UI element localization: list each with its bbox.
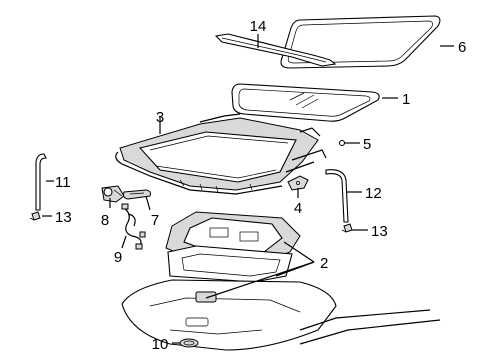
screw-part — [338, 139, 350, 147]
callout-9: 9 — [114, 249, 122, 266]
right-hose-clip-part — [341, 223, 353, 233]
sunroof-switch-part — [123, 189, 151, 200]
right-drain-hose-part — [325, 169, 349, 223]
left-drain-hose-part — [35, 153, 47, 211]
wind-deflector-part — [214, 33, 337, 67]
wiring-harness-part — [121, 203, 146, 250]
callout-3: 3 — [156, 109, 164, 126]
callout-2: 2 — [320, 255, 328, 272]
callout-14: 14 — [250, 18, 267, 35]
sunroof-motor-part — [101, 185, 125, 203]
callout-13-left: 13 — [55, 209, 72, 226]
sunshade-lower-part — [167, 245, 293, 283]
callout-13-right: 13 — [371, 223, 388, 240]
callout-8: 8 — [101, 212, 109, 229]
headliner-part — [121, 279, 441, 351]
sunroof-seal-part — [280, 15, 441, 69]
callout-1: 1 — [402, 91, 410, 108]
sunroof-glass-part — [231, 83, 380, 122]
callout-7: 7 — [151, 212, 159, 229]
sunroof-frame-part — [115, 113, 327, 195]
callout-5: 5 — [363, 136, 371, 153]
callout-12: 12 — [365, 185, 382, 202]
left-hose-clip-part — [29, 211, 41, 221]
leader-lines — [42, 34, 454, 344]
callout-6: 6 — [458, 39, 466, 56]
callout-10: 10 — [152, 336, 169, 353]
callout-11: 11 — [55, 174, 71, 191]
callout-4: 4 — [294, 200, 302, 217]
callout-labels: 14 6 1 3 5 4 11 12 13 13 8 7 9 2 10 — [55, 18, 466, 353]
dome-lamp-part — [179, 338, 199, 348]
bracket-part — [287, 175, 309, 191]
